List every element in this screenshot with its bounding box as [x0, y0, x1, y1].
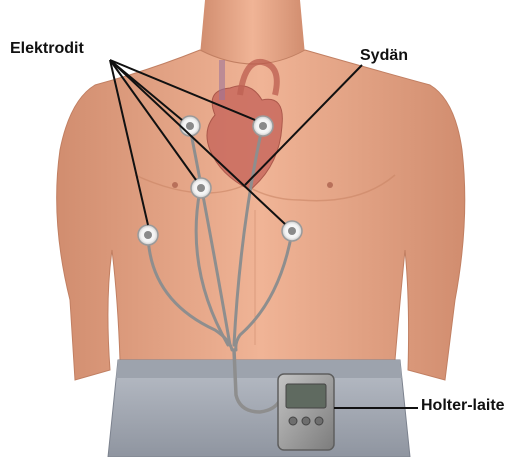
label-electrodes: Elektrodit [10, 40, 84, 58]
electrode-upper-right-center [259, 122, 267, 130]
electrode-upper-left-center [186, 122, 194, 130]
label-heart: Sydän [360, 47, 408, 65]
electrode-lower-right-center [288, 227, 296, 235]
device-button-2 [302, 417, 310, 425]
electrode-lower-left-center [144, 231, 152, 239]
waistband [116, 360, 402, 378]
nipple-right [327, 182, 333, 188]
label-holter-device: Holter-laite [421, 397, 505, 415]
holter-device [278, 374, 334, 450]
device-screen [286, 384, 326, 408]
nipple-left [172, 182, 178, 188]
electrode-middle-center [197, 184, 205, 192]
device-button-3 [315, 417, 323, 425]
device-button-1 [289, 417, 297, 425]
